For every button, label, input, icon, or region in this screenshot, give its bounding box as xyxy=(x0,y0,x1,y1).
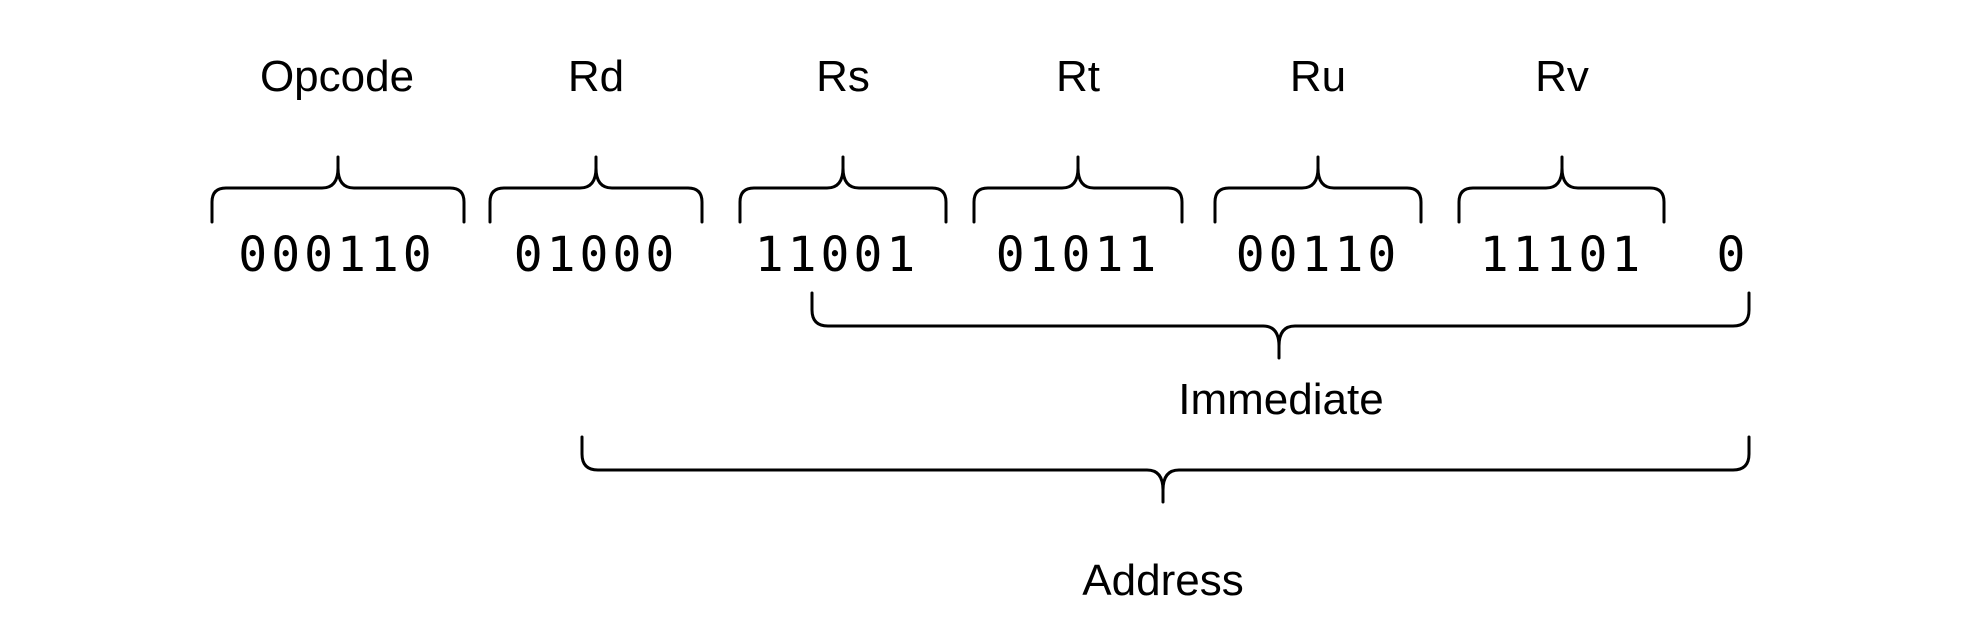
field-label-rv: Rv xyxy=(1535,52,1589,101)
bits-rt: 01011 xyxy=(996,227,1161,283)
bits-rs: 11001 xyxy=(755,227,920,283)
field-label-rd: Rd xyxy=(568,52,624,101)
bits-trailing: 0 xyxy=(1717,227,1750,283)
bits-opcode: 000110 xyxy=(238,227,435,283)
immediate-label: Immediate xyxy=(1178,375,1383,424)
field-label-rt: Rt xyxy=(1056,52,1100,101)
brace-rd xyxy=(488,155,704,224)
brace-opcode xyxy=(210,155,466,224)
brace-ru xyxy=(1213,155,1423,224)
bits-ru: 00110 xyxy=(1236,227,1401,283)
field-label-ru: Ru xyxy=(1290,52,1346,101)
brace-immediate xyxy=(810,291,1751,360)
address-label: Address xyxy=(1082,556,1243,605)
brace-address xyxy=(580,435,1751,504)
brace-rv xyxy=(1457,155,1666,224)
bits-rd: 01000 xyxy=(514,227,679,283)
bits-rv: 11101 xyxy=(1480,227,1645,283)
field-label-rs: Rs xyxy=(816,52,870,101)
field-label-opcode: Opcode xyxy=(260,52,414,101)
brace-rt xyxy=(972,155,1184,224)
brace-rs xyxy=(738,155,948,224)
